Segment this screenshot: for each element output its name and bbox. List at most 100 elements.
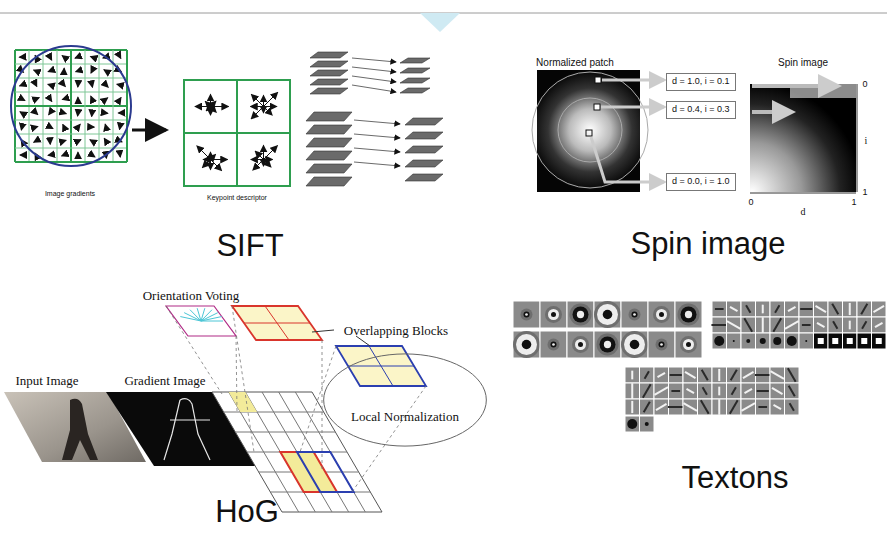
filter-cell <box>785 301 800 317</box>
filter-dot <box>818 338 824 344</box>
grid-line <box>113 50 114 162</box>
filter-ring <box>551 342 557 348</box>
filter-cell <box>567 301 594 328</box>
filter-ring <box>524 312 530 318</box>
figure-caption: Spin image <box>778 57 828 68</box>
grid-line <box>15 120 127 121</box>
filter-ring <box>597 304 618 325</box>
filter-cell <box>756 333 771 349</box>
edge-contour <box>164 399 210 460</box>
filter-cell <box>741 333 756 349</box>
filter-ring <box>552 343 555 346</box>
dog-arrow <box>354 120 400 124</box>
filter-bar <box>790 403 794 411</box>
filter-bar <box>741 403 755 411</box>
gradient-arrow <box>77 152 78 158</box>
pedestrian <box>62 399 98 460</box>
sample-point <box>595 77 601 83</box>
gradient-arrow <box>20 84 25 86</box>
filter-bar <box>762 305 764 314</box>
gradient-arrow <box>63 68 64 74</box>
filter-bar <box>744 318 752 332</box>
orientation-arrow <box>255 151 263 159</box>
filter-cell <box>770 367 785 383</box>
scale-layer <box>400 88 430 93</box>
callout-label: Orientation Voting <box>143 289 240 303</box>
scale-layer <box>405 118 443 125</box>
dog-arrow <box>352 58 396 62</box>
filter-ring <box>660 343 663 346</box>
axis-tick: 0 <box>862 80 867 90</box>
filter-cell <box>640 399 655 415</box>
gradient-arrow <box>119 56 121 59</box>
dog-arrow <box>352 85 396 92</box>
ellipse-outline <box>322 352 488 448</box>
gradient-arrow <box>34 70 39 72</box>
filter-dot <box>832 338 838 344</box>
orientation-arrow <box>264 146 278 160</box>
filter-ring <box>577 311 584 318</box>
filter-cell <box>727 367 742 383</box>
filter-bar <box>730 400 738 414</box>
dog-arrow <box>352 76 396 82</box>
filter-ring <box>545 306 562 323</box>
scale-layer <box>306 138 352 147</box>
scale-layer <box>400 58 430 63</box>
gradient-arrow <box>62 98 65 99</box>
filter-ring <box>521 309 533 321</box>
gradient-arrow <box>119 153 121 157</box>
filter-cell <box>675 331 702 358</box>
gradient-arrow <box>91 110 93 117</box>
gradient-arrow <box>62 154 67 156</box>
filter-dot <box>773 337 781 345</box>
filter-ring <box>683 339 694 350</box>
filter-cell <box>756 383 771 399</box>
projection-line <box>232 306 254 452</box>
grid-line <box>15 148 127 149</box>
orientation-arrow <box>202 160 210 168</box>
filter-bar <box>788 368 796 382</box>
spin-histogram <box>750 84 856 192</box>
filter-bar <box>701 400 709 414</box>
filter-cell <box>843 333 858 349</box>
gradient-arrow <box>77 97 78 101</box>
axis-tick: 1 <box>862 188 867 198</box>
filter-ring <box>522 340 532 350</box>
orientation-arrow <box>205 101 210 106</box>
filter-cell <box>567 331 594 358</box>
filter-bar <box>775 305 779 313</box>
dog-arrow <box>354 134 400 138</box>
block-outline <box>297 452 354 492</box>
scale-layer <box>306 125 352 134</box>
ellipse-outline <box>324 354 487 446</box>
scale-layer <box>400 78 430 83</box>
grid-line <box>85 50 86 162</box>
gaussian-window <box>11 46 131 166</box>
orientation-arrow <box>263 95 264 106</box>
filter-cell <box>712 317 727 333</box>
spin-figure <box>532 70 857 193</box>
filter-cell <box>625 399 640 415</box>
filter-cell <box>770 333 785 349</box>
filter-cell <box>621 331 648 358</box>
filter-cell <box>770 317 785 333</box>
filter-ring <box>632 312 638 318</box>
filter-cell <box>654 383 669 399</box>
filter-bar <box>817 323 825 327</box>
figure-caption: Normalized patch <box>536 57 614 68</box>
gradient-arrow <box>20 154 24 155</box>
scale-layer <box>306 177 352 186</box>
voting-cell <box>166 306 236 336</box>
filter-cell <box>785 317 800 333</box>
grid-line <box>15 134 127 135</box>
gradient-arrow <box>19 56 24 57</box>
filter-bar <box>645 371 649 379</box>
grid-line <box>99 50 100 162</box>
filter-ring <box>659 342 665 348</box>
gradient-arrow <box>77 83 78 87</box>
filter-ring <box>548 339 560 351</box>
sample-value: d = 0.0, i = 1.0 <box>672 177 730 187</box>
scale-layer <box>310 79 348 85</box>
gradient-arrow <box>48 154 52 156</box>
filter-cell <box>669 383 684 399</box>
